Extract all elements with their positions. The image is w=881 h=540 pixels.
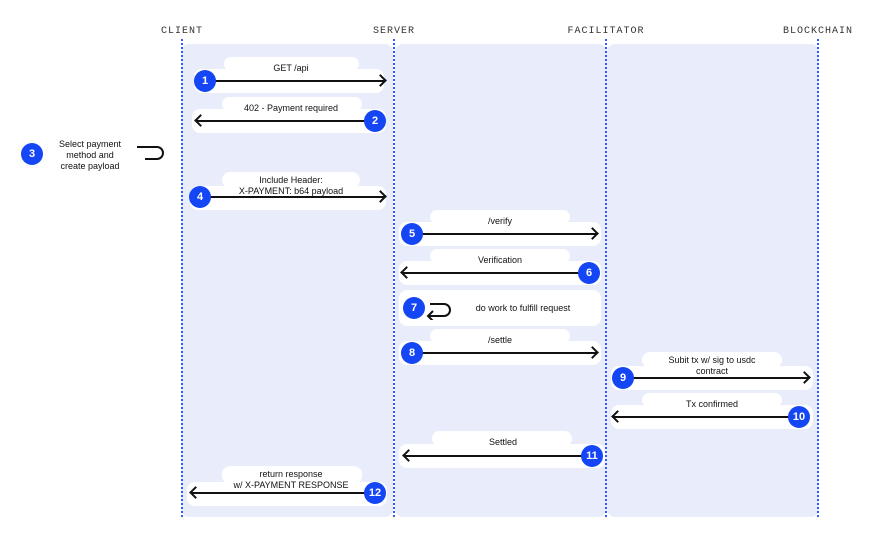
step-1-label: GET /api: [273, 63, 309, 73]
server-header: SERVER: [372, 26, 416, 37]
step-11-tab: [432, 431, 572, 446]
step-10-label: Tx confirmed: [685, 399, 739, 409]
step-8-badge: 8: [401, 342, 423, 364]
step-2-tab: [222, 97, 362, 111]
step-4-bubble: [190, 186, 386, 210]
step-11-badge: 11: [581, 445, 603, 467]
facilitator-header: FACILITATOR: [567, 26, 645, 37]
step-10-badge: 10: [788, 406, 810, 428]
step-12-badge: 12: [364, 482, 386, 504]
step-4-tab: [222, 172, 360, 188]
server-lifeline: [393, 39, 395, 517]
self-loop-icon: [137, 146, 164, 160]
step-6-badge: 6: [578, 262, 600, 284]
step-2-arrow: [197, 120, 372, 122]
step-4-badge: 4: [189, 186, 211, 208]
step-3-label: Select payment method and create payload: [58, 139, 122, 171]
facilitator-lifeline: [605, 39, 607, 517]
step-7-bubble: [399, 290, 601, 326]
step-2-badge: 2: [364, 110, 386, 132]
blockchain-lifeline: [817, 39, 819, 517]
step-11-arrow: [405, 455, 583, 457]
step-8-label: /settle: [487, 335, 513, 345]
step-11-label: Settled: [488, 437, 518, 447]
step-5-tab: [430, 210, 570, 224]
step-1-tab: [224, 57, 359, 71]
step-9-arrow: [622, 377, 808, 379]
client-header: CLIENT: [160, 26, 204, 37]
step-4-label: Include Header: X-PAYMENT: b64 payload: [238, 175, 344, 196]
step-1-arrow: [203, 80, 384, 82]
step-12-tab: [222, 466, 362, 484]
step-5-arrow: [410, 233, 596, 235]
step-5-badge: 5: [401, 223, 423, 245]
step-12-label: return response w/ X-PAYMENT RESPONSE: [233, 469, 349, 490]
step-1-badge: 1: [194, 70, 216, 92]
step-6-label: Verification: [477, 255, 523, 265]
step-6-tab: [430, 249, 570, 263]
step-7-badge: 7: [403, 297, 425, 319]
step-4-arrow: [198, 196, 384, 198]
step-8-tab: [430, 329, 570, 343]
step-5-label: /verify: [487, 216, 513, 226]
step-10-tab: [642, 393, 782, 407]
client-lifeline: [181, 39, 183, 517]
step-8-arrow: [410, 352, 596, 354]
step-7-label: do work to fulfill request: [475, 303, 571, 313]
facilitator-lane: [607, 44, 819, 517]
step-6-arrow: [403, 272, 585, 274]
step-10-arrow: [614, 416, 796, 418]
blockchain-header: BLOCKCHAIN: [782, 26, 854, 37]
step-2-label: 402 - Payment required: [243, 103, 339, 113]
step-9-tab: [642, 352, 782, 368]
step-12-bubble: [187, 482, 387, 506]
step-9-badge: 9: [612, 367, 634, 389]
step-9-label: Subit tx w/ sig to usdc contract: [668, 355, 756, 376]
step-12-arrow: [192, 492, 366, 494]
self-loop-icon: [426, 303, 451, 320]
step-3-badge: 3: [21, 143, 43, 165]
